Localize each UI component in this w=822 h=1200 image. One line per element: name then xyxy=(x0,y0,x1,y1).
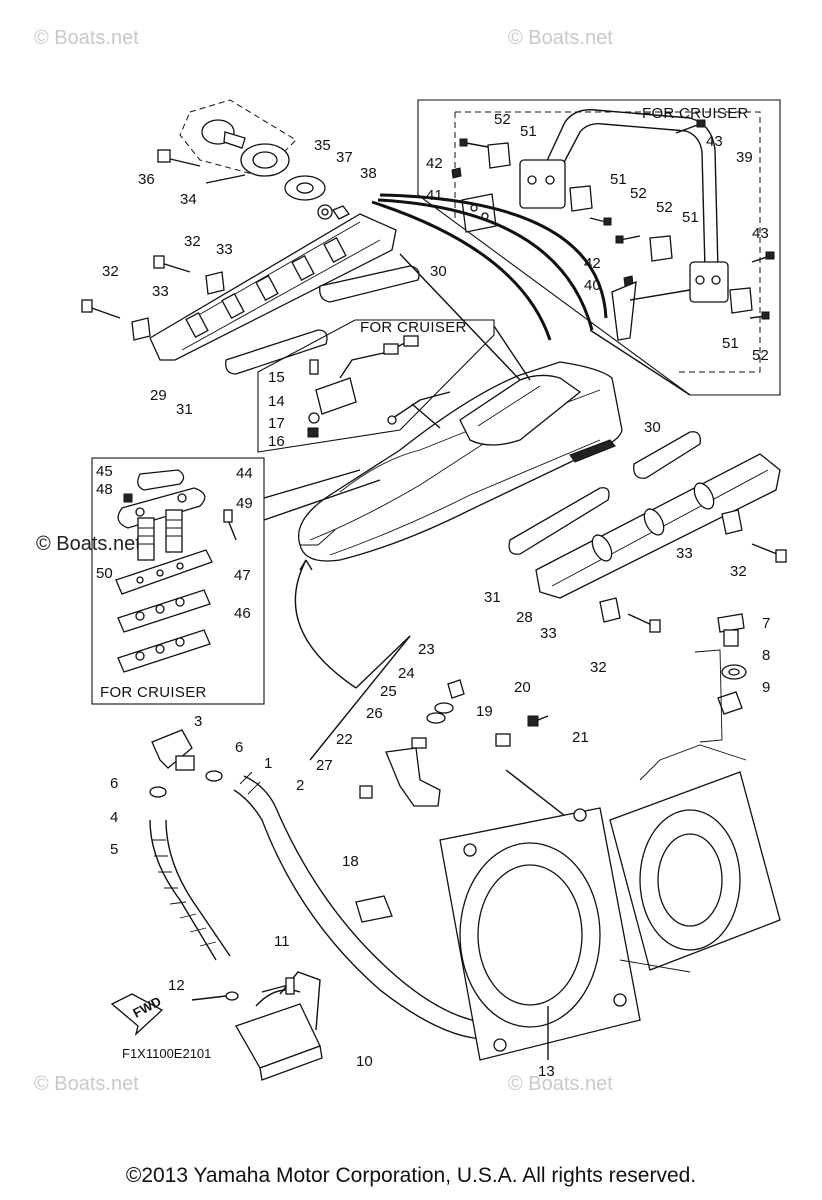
callout-29: 29 xyxy=(150,387,167,404)
callout-51c: 51 xyxy=(682,209,699,226)
callout-41: 41 xyxy=(426,187,443,204)
callout-42b: 42 xyxy=(584,255,601,272)
callout-3: 3 xyxy=(194,713,202,730)
callout-43a: 43 xyxy=(706,133,723,150)
callout-25: 25 xyxy=(380,683,397,700)
callout-32b: 32 xyxy=(184,233,201,250)
callout-16: 16 xyxy=(268,433,285,450)
callout-51d: 51 xyxy=(722,335,739,352)
jet-pump-group xyxy=(439,744,781,1061)
callout-39: 39 xyxy=(736,149,753,166)
callout-8: 8 xyxy=(762,647,770,664)
callout-51a: 51 xyxy=(520,123,537,140)
callout-32a: 32 xyxy=(102,263,119,280)
left-rail-group xyxy=(81,213,420,375)
callout-5: 5 xyxy=(110,841,118,858)
callout-32c: 32 xyxy=(730,563,747,580)
callout-17: 17 xyxy=(268,415,285,432)
callout-33c: 33 xyxy=(676,545,693,562)
deck-cap-group xyxy=(157,99,350,220)
callout-31a: 31 xyxy=(176,401,193,418)
callout-52c: 52 xyxy=(656,199,673,216)
callout-52d: 52 xyxy=(752,347,769,364)
callout-47: 47 xyxy=(234,567,251,584)
callout-52b: 52 xyxy=(630,185,647,202)
callout-labels: 1 2 3 4 5 6 6 7 8 9 10 11 12 13 14 15 16… xyxy=(96,111,770,1080)
right-rail-group xyxy=(508,431,787,633)
callout-30b: 30 xyxy=(644,419,661,436)
callout-6b: 6 xyxy=(110,775,118,792)
callout-44: 44 xyxy=(236,465,253,482)
note-for-cruiser-top: FOR CRUISER xyxy=(642,105,749,122)
callout-40: 40 xyxy=(584,277,601,294)
callout-42a: 42 xyxy=(426,155,443,172)
callout-27: 27 xyxy=(316,757,333,774)
callout-33d: 33 xyxy=(540,625,557,642)
callout-10: 10 xyxy=(356,1053,373,1070)
note-for-cruiser-left: FOR CRUISER xyxy=(100,684,207,701)
callout-18: 18 xyxy=(342,853,359,870)
callout-23: 23 xyxy=(418,641,435,658)
callout-4: 4 xyxy=(110,809,118,826)
callout-35: 35 xyxy=(314,137,331,154)
note-for-cruiser-mid: FOR CRUISER xyxy=(360,319,467,336)
watermark: © Boats.net xyxy=(34,27,139,49)
callout-31b: 31 xyxy=(484,589,501,606)
callout-38: 38 xyxy=(360,165,377,182)
cruiser-handle-group xyxy=(417,99,781,396)
watermark: © Boats.net xyxy=(508,27,613,49)
callout-6a: 6 xyxy=(235,739,243,756)
callout-12: 12 xyxy=(168,977,185,994)
callout-37: 37 xyxy=(336,149,353,166)
callout-43b: 43 xyxy=(752,225,769,242)
callout-22: 22 xyxy=(336,731,353,748)
callout-36: 36 xyxy=(138,171,155,188)
callout-50: 50 xyxy=(96,565,113,582)
callout-32d: 32 xyxy=(590,659,607,676)
drain-plug-group xyxy=(694,613,747,743)
callout-13: 13 xyxy=(538,1063,555,1080)
cruiser-module-group xyxy=(257,319,495,453)
copyright-notice: ©2013 Yamaha Motor Corporation, U.S.A. A… xyxy=(125,1164,697,1187)
callout-33a: 33 xyxy=(216,241,233,258)
callout-7: 7 xyxy=(762,615,770,632)
callout-24: 24 xyxy=(398,665,415,682)
callout-26: 26 xyxy=(366,705,383,722)
callout-33b: 33 xyxy=(152,283,169,300)
callout-30a: 30 xyxy=(430,263,447,280)
callout-20: 20 xyxy=(514,679,531,696)
callout-9: 9 xyxy=(762,679,770,696)
cruiser-cleat-group xyxy=(91,457,265,705)
callout-51b: 51 xyxy=(610,171,627,188)
callout-46: 46 xyxy=(234,605,251,622)
callout-21: 21 xyxy=(572,729,589,746)
watermark: © Boats.net xyxy=(34,1073,139,1095)
callout-19: 19 xyxy=(476,703,493,720)
callout-11: 11 xyxy=(274,933,290,950)
control-unit-group xyxy=(110,971,323,1081)
callout-2: 2 xyxy=(296,777,304,794)
callout-48: 48 xyxy=(96,481,113,498)
callout-1: 1 xyxy=(264,755,272,772)
callout-15: 15 xyxy=(268,369,285,386)
watermark: © Boats.net xyxy=(36,533,141,555)
callout-28: 28 xyxy=(516,609,533,626)
callout-45: 45 xyxy=(96,463,113,480)
callout-14: 14 xyxy=(268,393,285,410)
diagram-code: F1X1100E2101 xyxy=(122,1046,211,1061)
watermark: © Boats.net xyxy=(508,1073,613,1095)
watercraft-hull xyxy=(298,361,623,562)
callout-52a: 52 xyxy=(494,111,511,128)
callout-34: 34 xyxy=(180,191,197,208)
callout-49: 49 xyxy=(236,495,253,512)
